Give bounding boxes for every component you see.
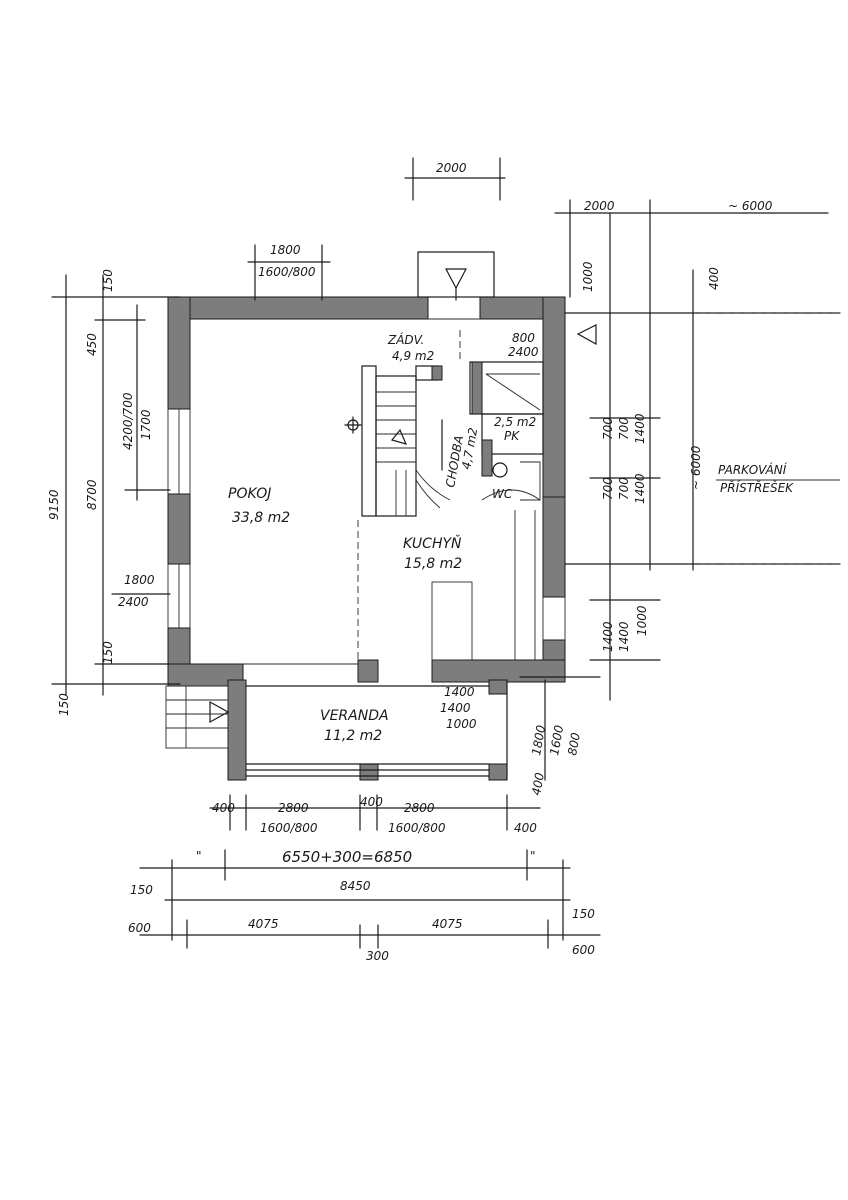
parking-label-line2: PŘÍSTŘEŠEK (720, 480, 794, 495)
wall-bottom-right (431, 659, 566, 683)
dim-tick-right: " (530, 849, 536, 863)
room-name-zadv: ZÁDV. (387, 332, 424, 347)
wall-left-middle (167, 493, 191, 565)
dim-right-1400d: 1400 (617, 621, 631, 652)
dim-right-700b: 700 (617, 417, 631, 440)
dim-top-2000b: 2000 (584, 199, 615, 213)
kitchen-counter (431, 510, 536, 661)
dim-window-1800: 1800 (270, 243, 301, 257)
dim-veranda-400: 400 (529, 771, 547, 796)
dim-8700: 8700 (85, 479, 99, 510)
dim-right-1400b: 1400 (633, 473, 647, 504)
bathroom-block (469, 361, 544, 501)
veranda-column-left (227, 679, 247, 781)
room-name-pokoj: POKOJ (228, 486, 271, 502)
dim-2400-left: 2400 (118, 595, 149, 609)
veranda-columns (227, 679, 508, 781)
veranda-outline (245, 679, 508, 781)
room-area-pokoj: 33,8 m2 (232, 510, 290, 526)
dim-veranda-1600: 1600 (547, 724, 566, 757)
dim-450: 450 (85, 333, 99, 356)
dim-300: 300 (366, 949, 389, 963)
dim-1700: 1700 (139, 409, 153, 440)
dim-6000-vertical: ~ 6000 (689, 445, 703, 490)
dim-bottom-2800b: 2800 (404, 801, 435, 815)
wc-icon (492, 462, 508, 478)
room-name-veranda: VERANDA (320, 708, 389, 724)
dim-bottom-400a: 400 (212, 801, 235, 815)
dim-window-1600-800: 1600/800 (258, 265, 316, 279)
wall-right-middle (542, 496, 566, 598)
room-name-kuchyn: KUCHYŇ (403, 534, 462, 552)
dim-kitchen-1400: 1400 (444, 685, 475, 699)
side-entrance-triangle-icon (576, 324, 597, 346)
dim-right-1000: 1000 (635, 605, 649, 636)
dim-8450: 8450 (340, 879, 371, 893)
wall-left-upper (167, 296, 191, 410)
wall-center-stub (357, 659, 379, 683)
dim-400-right: 400 (707, 267, 721, 290)
dim-top-6000: ~ 6000 (728, 199, 773, 213)
dim-right-700a: 700 (601, 417, 615, 440)
dim-right-700c: 700 (601, 477, 615, 500)
dimension-labels: 2000 2000 ~ 6000 1800 1600/800 1000 400 … (47, 161, 773, 963)
dim-150-top: 150 (101, 269, 115, 292)
entrance-triangle-icon (445, 268, 467, 290)
veranda-column-right-top (488, 679, 508, 695)
dim-600-right: 600 (572, 943, 595, 957)
dim-right-1400a: 1400 (633, 413, 647, 444)
dim-top-2000a: 2000 (436, 161, 467, 175)
room-area-chodba: 4,7 m2 (459, 426, 480, 470)
dim-total-formula: 6550+300=6850 (282, 848, 412, 866)
room-area-zadv: 4,9 m2 (392, 349, 434, 363)
dim-right-1400c: 1400 (601, 621, 615, 652)
dim-9150: 9150 (47, 489, 61, 520)
dim-bottom-400c: 400 (514, 821, 537, 835)
room-area-kuchyn: 15,8 m2 (404, 556, 462, 572)
dim-4200-700: 4200/700 (121, 392, 135, 450)
exterior-walls (167, 296, 566, 687)
dim-tick-left: " (196, 849, 202, 863)
window-openings (167, 296, 566, 665)
dim-800: 800 (512, 331, 535, 345)
dim-2400: 2400 (508, 345, 539, 359)
dim-4075a: 4075 (248, 917, 279, 931)
wall-right-upper (542, 296, 566, 498)
wall-top-left (167, 296, 429, 320)
dim-1800-left: 1800 (124, 573, 155, 587)
dim-150-bottom-left: 150 (130, 883, 153, 897)
parking-area-lines (700, 312, 840, 565)
room-sub-zsmz: PK (504, 429, 520, 443)
dim-kitchen-1000: 1000 (446, 717, 477, 731)
dim-150-bottom-right: 150 (572, 907, 595, 921)
staircase (361, 365, 451, 517)
parking-label-line1: PARKOVÁNÍ (718, 462, 788, 477)
dim-right-700d: 700 (617, 477, 631, 500)
room-name-wc: WC (492, 487, 513, 501)
dim-150-left: 150 (101, 641, 115, 664)
dim-kitchen-1400b: 1400 (440, 701, 471, 715)
room-name-zsmz: 2,5 m2 (494, 415, 536, 429)
dim-veranda-1800: 1800 (529, 724, 548, 757)
room-area-veranda: 11,2 m2 (324, 728, 382, 744)
veranda-column-right (488, 763, 508, 781)
entrance-arrow-icon (209, 700, 230, 724)
dim-bottom-1600-800b: 1600/800 (388, 821, 446, 835)
dim-4075b: 4075 (432, 917, 463, 931)
entrance-steps (165, 685, 230, 749)
veranda-column-center (359, 763, 379, 781)
dim-600-left: 600 (128, 921, 151, 935)
dim-bottom-400b: 400 (360, 795, 383, 809)
dim-150-left-bottom: 150 (57, 693, 71, 716)
dim-bottom-2800a: 2800 (278, 801, 309, 815)
dim-veranda-800: 800 (565, 731, 583, 756)
dim-bottom-1600-800a: 1600/800 (260, 821, 318, 835)
dim-1000: 1000 (581, 261, 595, 292)
